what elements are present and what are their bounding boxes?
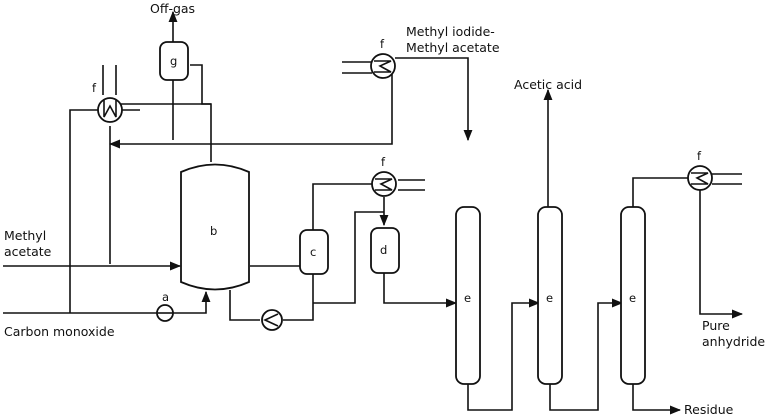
hx-mid-label: f xyxy=(381,155,386,169)
heat-exchanger-top: f xyxy=(370,37,396,79)
reactor-label: b xyxy=(210,224,217,238)
label-acetic-acid: Acetic acid xyxy=(514,77,582,92)
label-off-gas: Off-gas xyxy=(150,1,195,16)
heat-exchanger-left: f xyxy=(92,81,123,123)
label-methyl-2: acetate xyxy=(4,244,52,259)
label-methyl-1: Methyl xyxy=(4,228,46,243)
compressor-label: a xyxy=(162,290,169,304)
label-residue: Residue xyxy=(684,402,734,417)
hx-top-label: f xyxy=(380,37,385,51)
reactor-b: b xyxy=(180,163,250,291)
column-e3: e xyxy=(620,206,646,385)
label-carbon-monoxide: Carbon monoxide xyxy=(4,324,115,339)
compressor-a: a xyxy=(156,290,174,322)
piping xyxy=(3,10,744,415)
circulation-pump xyxy=(261,309,283,331)
hx-right-label: f xyxy=(697,149,702,163)
column-e1: e xyxy=(455,206,481,385)
scrubber-g: g xyxy=(159,41,189,81)
separator-label: c xyxy=(310,245,316,259)
scrubber-label: g xyxy=(170,54,177,68)
separator-c: c xyxy=(299,229,329,275)
receiver-d: d xyxy=(370,227,400,274)
label-pure: Pure xyxy=(702,318,730,333)
column-e2-label: e xyxy=(546,291,553,305)
label-anhydride: anhydride xyxy=(702,334,765,349)
label-methyl-iodide-1: Methyl iodide- xyxy=(406,24,495,39)
receiver-label: d xyxy=(380,243,387,257)
column-e1-label: e xyxy=(464,291,471,305)
heat-exchanger-right: f xyxy=(687,149,713,191)
column-e3-label: e xyxy=(629,291,636,305)
column-e2: e xyxy=(537,206,563,385)
label-methyl-iodide-2: Methyl acetate xyxy=(406,40,500,55)
heat-exchanger-mid: f xyxy=(371,155,397,197)
hx-left-label: f xyxy=(92,81,97,95)
